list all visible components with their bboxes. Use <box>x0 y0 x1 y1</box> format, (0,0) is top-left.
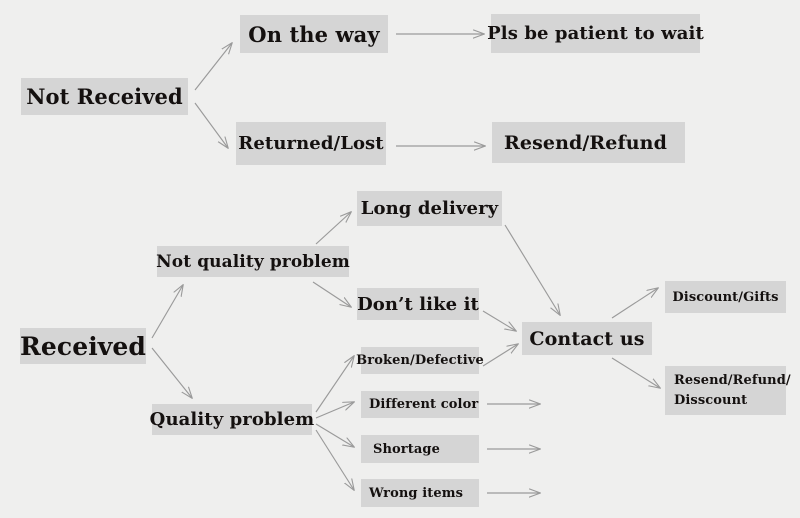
arrow-quality-problem-to-shortage <box>315 423 354 447</box>
arrow-not-quality-problem-to-long-delivery <box>315 212 351 245</box>
node-pls-be-patient: Pls be patient to wait <box>487 14 704 53</box>
arrow-not-received-to-returned-lost <box>194 102 228 148</box>
arrow-broken-defective-to-contact-us <box>482 344 518 367</box>
node-broken-defective: Broken/Defective <box>356 347 484 374</box>
node-returned-lost: Returned/Lost <box>236 122 386 165</box>
node-not-received: Not Received <box>21 78 188 115</box>
node-received: Received <box>20 328 146 364</box>
node-resend-refund-disscount-line-1: Resend/Refund/ <box>674 373 791 388</box>
arrow-received-to-quality-problem <box>151 347 192 398</box>
arrow-contact-us-to-resend-refund-disscount <box>611 357 660 388</box>
node-long-delivery: Long delivery <box>357 191 502 226</box>
arrow-contact-us-to-discount-gifts <box>611 288 658 319</box>
arrow-quality-problem-to-different-color <box>315 402 354 419</box>
arrow-quality-problem-to-wrong-items <box>315 429 354 490</box>
node-on-the-way: On the way <box>240 15 388 53</box>
node-resend-refund-disscount: Resend/Refund/Disscount <box>665 366 791 415</box>
arrow-received-to-not-quality-problem <box>151 285 183 339</box>
node-resend-refund: Resend/Refund <box>492 122 685 163</box>
arrow-dont-like-it-to-contact-us <box>482 310 516 331</box>
node-quality-problem: Quality problem <box>150 404 314 435</box>
node-discount-gifts: Discount/Gifts <box>665 281 786 313</box>
node-contact-us: Contact us <box>522 322 652 355</box>
node-different-color: Different color <box>361 391 479 418</box>
arrow-quality-problem-to-broken-defective <box>315 356 354 413</box>
node-not-quality-problem: Not quality problem <box>156 246 350 277</box>
node-shortage: Shortage <box>361 435 479 463</box>
node-dont-like-it: Don’t like it <box>357 288 479 320</box>
node-wrong-items: Wrong items <box>361 479 479 507</box>
arrow-not-received-to-on-the-way <box>194 43 232 91</box>
arrow-long-delivery-to-contact-us <box>504 224 560 315</box>
node-resend-refund-disscount-line-2: Disscount <box>674 393 748 408</box>
arrow-not-quality-problem-to-dont-like-it <box>312 281 351 307</box>
